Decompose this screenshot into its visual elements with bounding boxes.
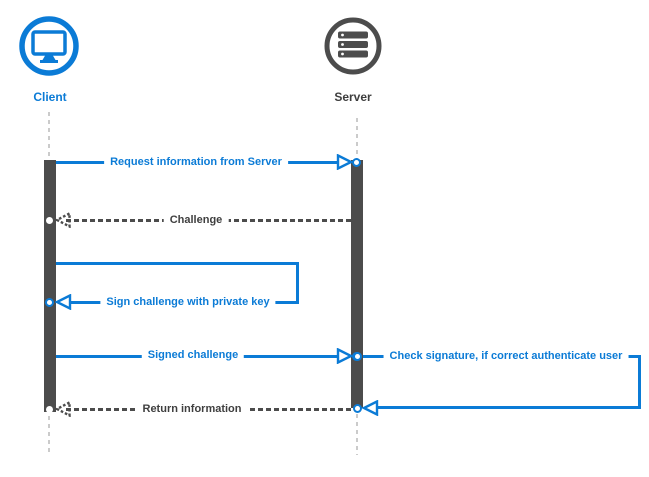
message-label: Sign challenge with private key [100,295,276,309]
endpoint-dot [352,158,361,167]
arrowhead-open-right-icon [336,154,353,170]
message-label: Check signature, if correct authenticate… [383,349,629,363]
message-label: Signed challenge [141,348,245,362]
arrowhead-open-left-icon [55,294,72,310]
endpoint-dot [45,298,54,307]
endpoint-dot [353,404,362,413]
self-loop-vertical-line [638,355,641,409]
actor-label-client: Client [33,90,67,104]
endpoint-dot [353,352,362,361]
self-loop-bottom-line [375,406,641,409]
client-activation-bar [44,160,56,412]
arrowhead-dashed-left-icon [54,212,71,228]
endpoint-dot [46,406,53,413]
message-label: Return information [136,402,248,416]
actor-label-server: Server [334,90,372,104]
message-label: Request information from Server [104,155,288,169]
arrowhead-dashed-left-icon [54,401,71,417]
endpoint-dot [46,217,53,224]
client-monitor-icon [19,16,79,76]
arrowhead-open-left-icon [362,400,379,416]
arrowhead-open-right-icon [336,348,353,364]
server-stack-icon [324,17,382,75]
message-label: Challenge [163,213,229,227]
self-loop-top-line [56,262,299,265]
self-loop-vertical-line [296,262,299,304]
server-activation-bar [351,160,363,408]
